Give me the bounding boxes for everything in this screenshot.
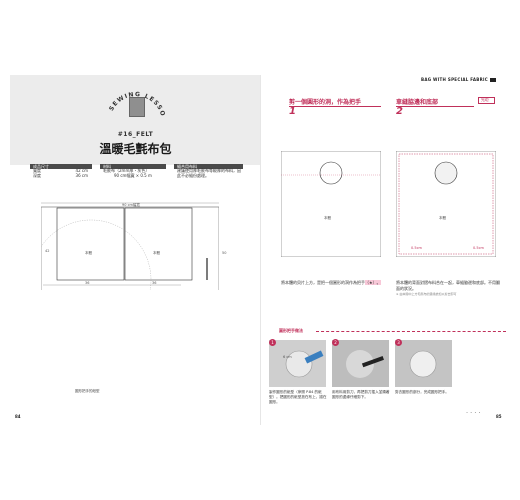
- seam-mark: 0.5cm: [473, 246, 484, 250]
- photo-1-caption: 製作圓形的紙型（參照 P.84 的紙型）。把圓形的紙型放在布上，描在圓形。: [269, 390, 327, 404]
- spec-size-col: 成品尺寸 寬度 42 cm 深度 36 cm: [30, 164, 92, 186]
- photo-2-number: 2: [332, 339, 339, 346]
- step-2-number: 2: [396, 106, 403, 117]
- step-2-rule: [396, 106, 474, 107]
- photo-2: [332, 340, 389, 387]
- bag-tag-icon: [129, 97, 145, 117]
- circle-note: 圓形把手的紙型: [75, 389, 100, 393]
- seam-mark: 0.5cm: [411, 246, 422, 250]
- page-header-tag: BAG WITH SPECIAL FABRIC: [421, 77, 497, 82]
- spec-header-material: 材料: [100, 164, 166, 169]
- lesson-number: #16_FELT: [117, 131, 154, 138]
- fabric-row: 建議使用厚毛氈布等較厚的布料，因: [177, 168, 241, 173]
- photo-1-number: 1: [269, 339, 276, 346]
- spec-material-col: 材料 毛氈布（2mm厚・灰色） 90 cm幅寬 × 0.5 m: [100, 164, 166, 186]
- stitch-line: [398, 153, 494, 255]
- lesson-title: 溫暖毛氈布包: [99, 142, 172, 156]
- header-box-icon: [490, 78, 497, 82]
- dim-label: 42: [45, 249, 50, 253]
- size-label: 寬度: [33, 168, 41, 173]
- figure-1: [281, 151, 381, 257]
- photo-3: [395, 340, 452, 387]
- dim-label: 36: [152, 281, 157, 285]
- photo-3-number: 3: [395, 339, 402, 346]
- photo-measure-label: 6 cm: [283, 355, 292, 359]
- step-1-title: 剪一個圓形的洞，作為把手: [289, 99, 362, 106]
- caption-2-text: 將本體的背面對摺布料合在一起，車縫脇邊和底部。不用翻面的狀況。: [396, 280, 500, 291]
- spec-header-size: 成品尺寸: [30, 164, 92, 169]
- page-number-right: 85: [496, 414, 502, 419]
- spec-fabric-col: 縫合用布料 建議使用厚毛氈布等較厚的布料，因 此不必縫份處理。: [174, 164, 243, 186]
- gutter: [260, 75, 261, 425]
- dim-label: 50: [222, 251, 227, 255]
- title-band: [10, 75, 261, 165]
- caption-2-note: ※ 由本體中上方毛氈布的邊緣處加以剪去即可: [396, 292, 457, 296]
- step-1-rule: [289, 106, 381, 107]
- step-2-title: 車縫脇邊和底部: [396, 99, 439, 106]
- handle-hole: [319, 161, 343, 185]
- photo-3-caption: 剪去圓形的部分，完成圓形把手。: [395, 390, 449, 394]
- body-piece-2: [124, 207, 193, 281]
- body-label: 本體: [153, 251, 160, 255]
- pattern-draft: [41, 202, 219, 290]
- body-piece-1: [56, 207, 125, 281]
- size-value: 36 cm: [75, 172, 88, 178]
- fig2-body-label: 本體: [439, 216, 446, 220]
- handle-hole: [434, 161, 458, 185]
- page-number-left: 84: [15, 414, 21, 419]
- material-row: 90 cm幅寬 × 0.5 m: [114, 172, 152, 178]
- caption-1: 將本體的貝片上方，是把一個圓形的洞作為把手（★）。: [281, 280, 386, 286]
- photo-1-art: [269, 340, 326, 387]
- figure-2: [396, 151, 496, 257]
- spec-size-row: 寬度 42 cm: [30, 168, 92, 174]
- body-label: 本體: [85, 251, 92, 255]
- step-1: 剪一個圓形的洞，作為把手 1: [289, 97, 361, 117]
- right-page: BAG WITH SPECIAL FABRIC 剪一個圓形的洞，作為把手 1 車…: [261, 75, 511, 425]
- tip-heading: 圓形把手做法: [279, 328, 303, 333]
- caption-1-text: 將本體的貝片上方，是把一個圓形的洞作為把手: [281, 280, 365, 285]
- spec-table: 成品尺寸 寬度 42 cm 深度 36 cm 材料 毛氈布（2mm厚・灰色） 90 …: [30, 164, 243, 186]
- width-label: 90 cm幅寬: [122, 203, 140, 207]
- footer-dots: • • • •: [466, 411, 482, 415]
- spec-size-row: 深度 36 cm: [30, 172, 92, 179]
- size-value: 42 cm: [75, 168, 88, 173]
- fabric-row: 此不必縫份處理。: [177, 172, 209, 178]
- handle-circle-pattern: [41, 219, 152, 290]
- photo-1: [269, 340, 326, 387]
- tip-rule: [316, 331, 506, 332]
- photo-2-caption: 用布料用剪刀，再把剪刀插入並順著圓形的邊緣仔細剪下。: [332, 390, 390, 399]
- finish-tag: 完成！: [478, 97, 495, 104]
- fig1-body-label: 本體: [324, 216, 331, 220]
- photo-2-art: [332, 340, 389, 387]
- step-1-number: 1: [289, 106, 296, 117]
- fabric-outline: [41, 206, 219, 290]
- caption-2: 將本體的背面對摺布料合在一起，車縫脇邊和底部。不用翻面的狀況。 ※ 由本體中上方…: [396, 280, 501, 298]
- photo-3-art: [395, 340, 452, 387]
- spec-header-fabric: 縫合用布料: [174, 164, 243, 169]
- dim-label: 36: [85, 281, 90, 285]
- step-2: 車縫脇邊和底部 2: [396, 97, 438, 117]
- left-page: SEWING LESSON #16_FELT 溫暖毛氈布包 成品尺寸 寬度42 …: [10, 69, 261, 425]
- size-label: 深度: [33, 172, 41, 178]
- caption-1-mark: （★）。: [365, 280, 381, 285]
- header-text: BAG WITH SPECIAL FABRIC: [421, 77, 489, 82]
- material-row: 毛氈布（2mm厚・灰色）: [103, 168, 150, 173]
